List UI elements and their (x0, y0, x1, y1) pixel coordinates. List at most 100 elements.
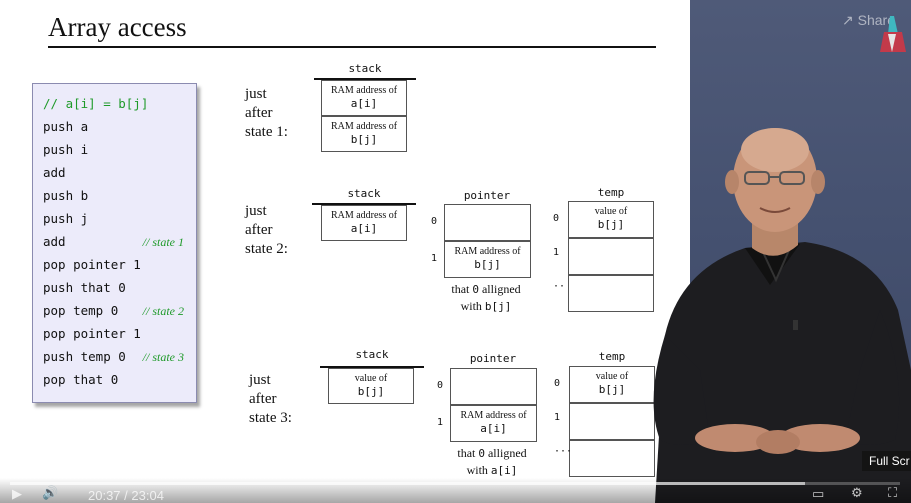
captions-icon[interactable]: ▭ (812, 487, 825, 502)
stack-cell-caption: RAM address of (330, 121, 398, 132)
state-2-temp-title: temp (597, 186, 625, 199)
presenter-image (653, 128, 911, 503)
state-2-that-note: that 0 alligned with b[j] (434, 281, 538, 315)
code-line: push j (43, 211, 89, 226)
note-zero: 0 (472, 283, 479, 296)
state-3-stack-title: stack (355, 348, 389, 361)
share-label: Share (857, 12, 895, 28)
pointer-cell-caption: RAM address of (460, 410, 527, 421)
code-line: pop that 0 (43, 372, 119, 387)
stack-cell-value: a[i] (350, 97, 378, 110)
time-separator: / (124, 488, 128, 503)
pointer-cell-caption: RAM address of (454, 246, 521, 257)
temp-cell (568, 275, 654, 312)
pointer-index: 0 (437, 380, 444, 391)
state-2-pointer-title: pointer (463, 189, 511, 202)
play-icon[interactable]: ▶ (12, 487, 22, 502)
state-3-pointer-title: pointer (469, 352, 517, 365)
stack-cell-caption: RAM address of (330, 210, 398, 221)
pointer-cell (450, 368, 537, 405)
code-line: add (43, 234, 66, 249)
code-line: pop pointer 1 (43, 257, 141, 272)
state-1-stack-bar (314, 78, 416, 80)
code-line: pop temp 0 (43, 303, 119, 318)
progress-bar[interactable] (10, 482, 900, 485)
note-alligned: alligned (487, 446, 527, 460)
stack-cell-value: a[i] (350, 222, 378, 235)
fullscreen-icon[interactable]: ⛶ (888, 486, 898, 501)
temp-index: 0 (554, 378, 561, 389)
current-time: 20:37 (88, 488, 121, 503)
temp-cell-value: b[j] (597, 218, 625, 231)
state-1-label: just after state 1: (245, 86, 288, 140)
note-that: that (451, 282, 470, 296)
state-3-label: just after state 3: (249, 372, 292, 426)
slide-title: Array access (48, 12, 187, 42)
state-3-that-note: that 0 alligned with a[i] (440, 445, 544, 479)
code-state-note: // state 3 (142, 350, 184, 364)
code-state-note: // state 1 (142, 235, 184, 249)
note-alligned: alligned (481, 282, 521, 296)
volume-icon[interactable]: 🔊 (42, 486, 59, 501)
slide: Array access // a[i] = b[j] push a push i a… (32, 12, 656, 479)
state-2-label: just after state 2: (245, 203, 288, 257)
temp-cell-caption: value of (594, 206, 628, 217)
stack-cell-caption: value of (354, 373, 388, 384)
pointer-index: 0 (431, 216, 438, 227)
temp-cell-value: b[j] (598, 383, 626, 396)
code-line: push temp 0 (43, 349, 126, 364)
temp-index: 1 (554, 412, 561, 423)
temp-index: ··· (554, 446, 573, 457)
share-button[interactable]: ↗ Share (842, 12, 895, 29)
temp-index: 1 (553, 247, 560, 258)
share-icon: ↗ (842, 12, 854, 28)
code-state-note: // state 2 (142, 304, 184, 318)
code-line: push b (43, 188, 89, 203)
fullscreen-tooltip: Full Scr (862, 451, 911, 471)
temp-cell (569, 440, 655, 477)
state-2-stack-title: stack (347, 187, 381, 200)
state-2-stack-bar (312, 203, 416, 205)
state-3-stack-bar (320, 366, 424, 368)
code-line: push i (43, 142, 89, 157)
pointer-index: 1 (431, 253, 438, 264)
progress-fill (10, 482, 805, 485)
temp-index: ·· (553, 281, 566, 292)
code-line: pop pointer 1 (43, 326, 141, 341)
temp-cell (568, 238, 654, 275)
temp-cell (569, 403, 655, 440)
code-line: add (43, 165, 66, 180)
pointer-cell-value: a[i] (480, 422, 507, 435)
code-line: push a (43, 119, 89, 134)
note-target: b[j] (484, 300, 512, 313)
note-zero: 0 (478, 447, 485, 460)
note-target: a[i] (490, 464, 518, 477)
note-with: with (466, 463, 488, 477)
state-1-stack-title: stack (348, 62, 382, 75)
code-line: push that 0 (43, 280, 126, 295)
state-3-temp-title: temp (598, 350, 626, 363)
code-line: // a[i] = b[j] (43, 96, 149, 111)
pointer-cell-value: b[j] (474, 258, 501, 271)
duration: 23:04 (131, 488, 164, 503)
stack-cell-value: b[j] (350, 133, 378, 146)
logo-figure-icon (880, 16, 906, 52)
temp-cell-caption: value of (595, 371, 629, 382)
pointer-index: 1 (437, 417, 444, 428)
title-rule (48, 46, 656, 48)
code-box: // a[i] = b[j] push a push i add push b push … (32, 83, 197, 403)
note-with: with (460, 299, 482, 313)
note-that: that (457, 446, 476, 460)
gear-icon[interactable]: ⚙ (851, 486, 863, 501)
pointer-cell (444, 204, 531, 241)
time-readout: 20:37 / 23:04 (88, 488, 164, 503)
temp-index: 0 (553, 213, 560, 224)
stack-cell-caption: RAM address of (330, 85, 398, 96)
